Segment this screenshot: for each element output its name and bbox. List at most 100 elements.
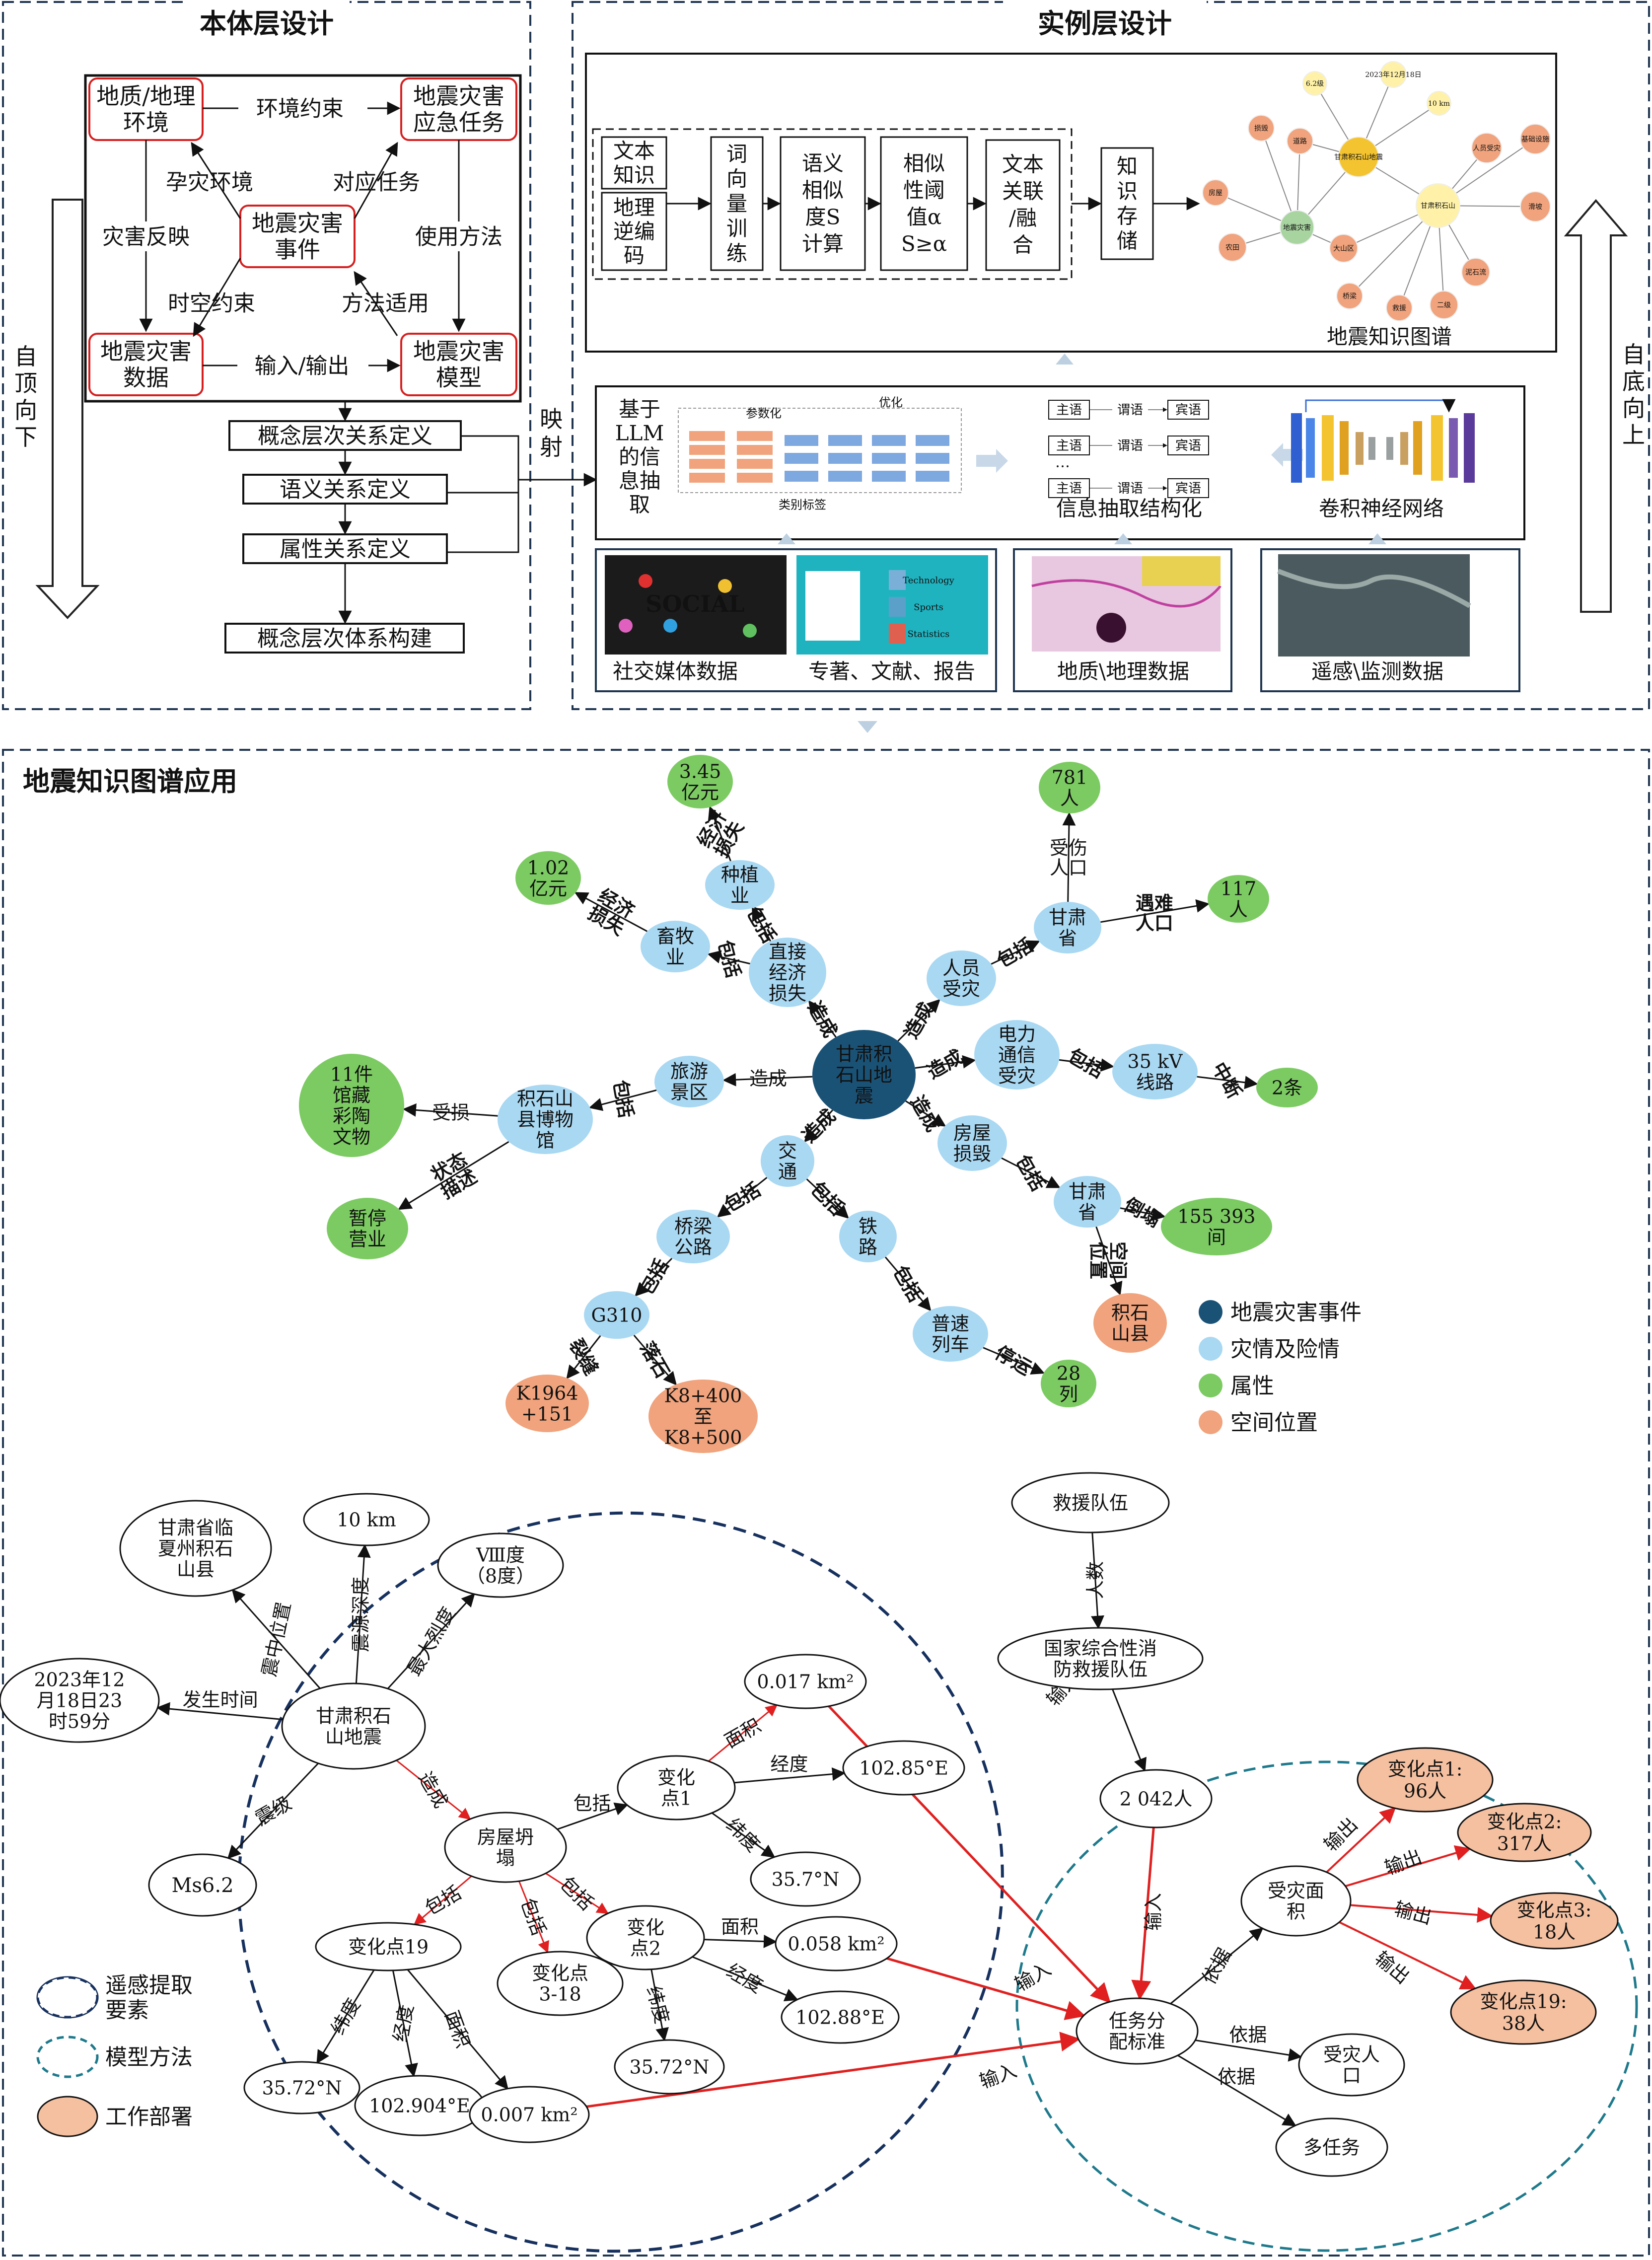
mini-kg-node: [1280, 210, 1314, 245]
kg-node-gansu1-text-line: 省: [1058, 927, 1077, 949]
llm-param-label-line: 参数化: [746, 406, 782, 420]
task-edge: [518, 1881, 549, 1954]
legend-deploy: [37, 2096, 98, 2137]
kg-node-jishi: [1093, 1293, 1167, 1353]
task-node-quake-text-line: 山地震: [325, 1726, 382, 1748]
task-node-n19-text: 35.72°N: [262, 2077, 342, 2099]
bottom-up-char-line: 底: [1622, 368, 1645, 395]
llm-block: [737, 431, 773, 441]
step-1-text: 语义关系定义: [280, 477, 411, 502]
social-dot: [619, 619, 633, 633]
kg-node-museum-text-line: 积石山: [517, 1088, 574, 1109]
step-2-text: 属性关系定义: [280, 536, 411, 562]
mini-kg-label: 甘肃积石山地震: [1334, 153, 1383, 161]
task-output-o1-text: 变化点1:96人: [1388, 1758, 1463, 1802]
triple-predicate-text-line: 谓语: [1117, 403, 1143, 418]
task-node-intensity-text-line: （8度）: [466, 1565, 535, 1587]
edge-io-label-line: 输入/输出: [255, 353, 350, 378]
task-edge-label: 震源深度: [350, 1577, 371, 1652]
instance-frame: [572, 1, 1650, 710]
kg-node-gansu2-text: 甘肃省: [1069, 1180, 1106, 1223]
task-node-intensity-text-line: Ⅷ度: [476, 1544, 525, 1566]
kg-edge-label-line: 停运: [992, 1341, 1035, 1380]
task-edge-label: 经度: [770, 1753, 808, 1775]
task-edge-label-line: 包括: [556, 1872, 598, 1914]
legend-deploy-label: 工作部署: [105, 2104, 193, 2129]
w2v-line: 训: [726, 217, 747, 241]
doc-page: [805, 571, 860, 641]
kg-edge-label: 倒塌: [1120, 1193, 1164, 1231]
mapping-text: 映射: [540, 406, 563, 460]
kg-node-traffic-text-line: 通: [778, 1161, 797, 1182]
task-node-e19-text: 102.904°E: [369, 2095, 470, 2116]
task-node-team: [1011, 1472, 1170, 1533]
triple-subject: [1048, 436, 1090, 455]
task-node-count: [1099, 1769, 1213, 1828]
kg-node-collapse-text-line: 间: [1207, 1226, 1226, 1248]
kg-node-k8-text-line: 至: [694, 1405, 713, 1427]
mini-kg-label-line: 甘肃积石山地震: [1334, 153, 1383, 161]
output-label: 输出: [1392, 1897, 1435, 1928]
task-node-team-text-line: 救援队伍: [1053, 1492, 1128, 1514]
kg-edge-label: 停运: [992, 1341, 1035, 1380]
mini-kg-node: [1427, 91, 1451, 116]
llm-block: [689, 445, 725, 455]
task-node-e2-text-line: 102.88°E: [795, 2006, 885, 2028]
task-edge-label-line: 经度: [770, 1753, 808, 1775]
task-node-depth-text-line: 10 km: [337, 1509, 396, 1531]
kg-node-plant-text: 种植业: [721, 864, 759, 906]
mini-kg-label: 甘肃积石山: [1421, 202, 1455, 210]
edge-env-constraint-label: 环境约束: [256, 96, 344, 121]
kg-edge-label: 造成: [906, 1092, 944, 1135]
concept-data-text-line: 地震灾害: [100, 338, 192, 365]
task-node-a2: [775, 1916, 898, 1971]
kg-edge: [403, 1103, 498, 1117]
task-edge-label: 震级: [252, 1792, 295, 1829]
geo-patch: [1142, 556, 1221, 586]
geo-code-line: 地理: [613, 195, 655, 219]
kg-edge: [717, 1177, 768, 1218]
mini-kg-edge: [1260, 128, 1297, 228]
concept-model-text-line: 地震灾害: [413, 338, 504, 365]
task-output-o1-text-line: 96人: [1404, 1780, 1446, 1802]
task-node-quake-text-line: 甘肃积石: [316, 1705, 391, 1727]
edge-corr-task-label: 对应任务: [333, 169, 420, 195]
output-edge: [1326, 1807, 1396, 1873]
task-edge-label: 最大烈度: [403, 1604, 459, 1680]
top-down-char: 下: [14, 424, 37, 450]
kg-edge-label: 受损: [432, 1102, 470, 1124]
llm-block: [785, 435, 818, 446]
task-node-area-text-line: 积: [1287, 1900, 1305, 1922]
task-node-e19-text-line: 102.904°E: [369, 2095, 470, 2116]
step-3: [224, 623, 465, 654]
kg-node-herd: [641, 921, 710, 972]
w2v-line: 向: [726, 167, 747, 191]
triple-object: [1167, 436, 1209, 455]
rs-image: [1278, 554, 1470, 656]
kg-node-loss1-text-line: 亿元: [681, 781, 719, 803]
kg-node-museum: [498, 1085, 593, 1154]
task-node-alloc-text-line: 配标准: [1109, 2031, 1165, 2052]
llm-block: [785, 453, 818, 464]
mapping-text-line: 射: [540, 434, 563, 460]
task-node-p1-text-line: 变化: [657, 1766, 695, 1788]
kg-node-traffic-text-line: 交: [778, 1140, 797, 1162]
kg-node-tour: [654, 1056, 724, 1107]
llm-block: [916, 453, 949, 464]
mini-kg-label: 10 km: [1428, 100, 1450, 108]
kg-edge-label-line: 位置: [1087, 1241, 1109, 1279]
kg-edge: [983, 1347, 1045, 1375]
kg-edge-label-line: 造成: [749, 1068, 787, 1090]
task-edge-label-line: 纬度: [643, 1984, 673, 2026]
edge-env-constraint-label-line: 环境约束: [256, 96, 344, 121]
legend-label: 空间位置: [1230, 1410, 1318, 1435]
mini-kg-node: [1380, 61, 1407, 88]
kg-edge: [804, 1109, 833, 1143]
kg-node-line: [1112, 1044, 1198, 1099]
